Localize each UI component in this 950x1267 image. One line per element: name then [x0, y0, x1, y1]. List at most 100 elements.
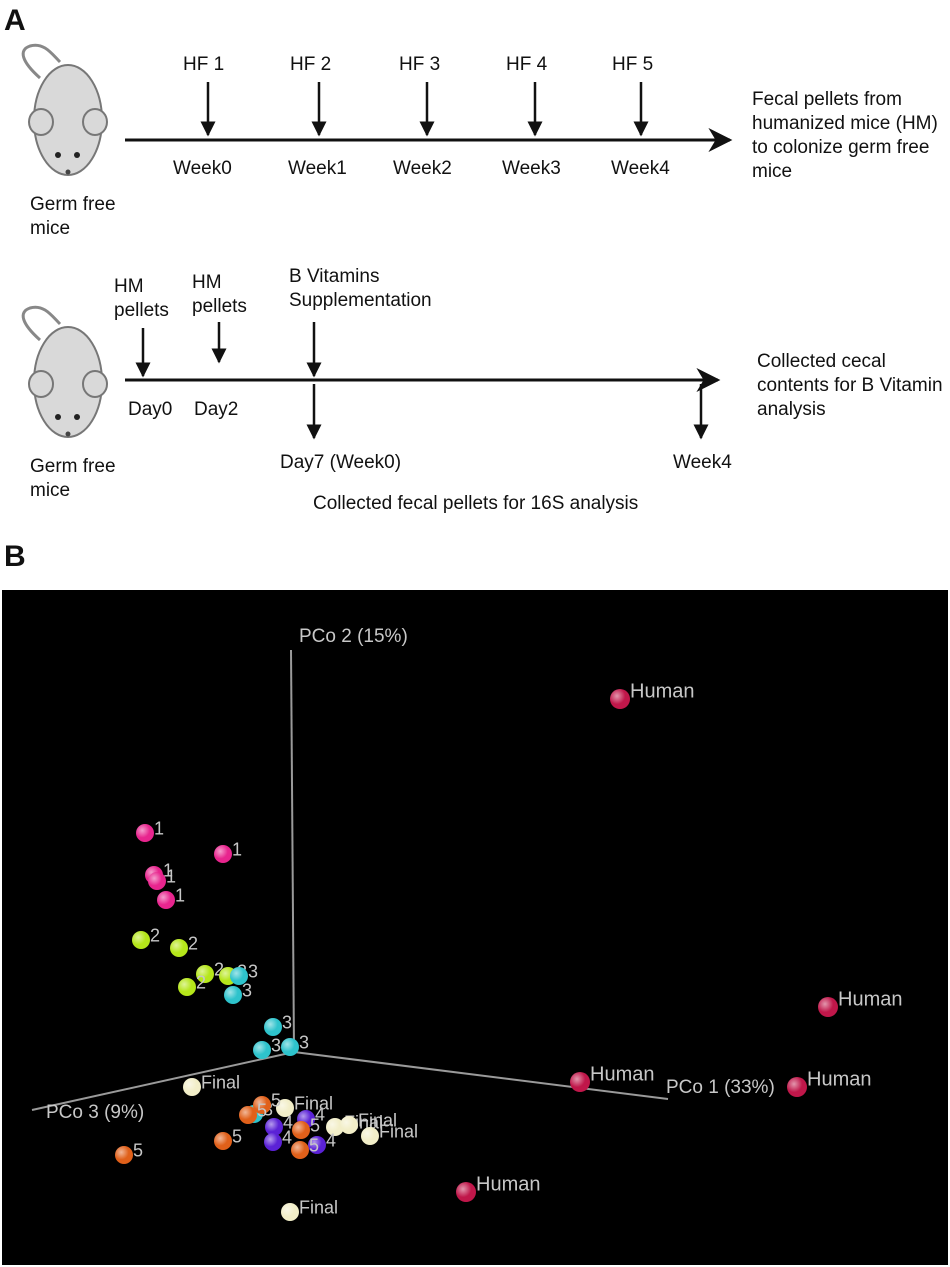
data-label-2: 2 — [150, 925, 161, 946]
b-vitamin-supplementation-label: B Vitamins Supplementation — [289, 266, 432, 311]
data-point-human — [787, 1077, 807, 1097]
data-point-1 — [136, 824, 154, 842]
data-point-human — [570, 1072, 590, 1092]
data-point-final — [276, 1099, 294, 1117]
data-point-human — [456, 1182, 476, 1202]
data-label-5: 5 — [257, 1100, 268, 1121]
data-point-5 — [115, 1146, 133, 1164]
data-label-1: 1 — [166, 866, 177, 887]
day-arrows — [135, 322, 709, 440]
data-label-4: 4 — [326, 1130, 337, 1151]
data-label-5: 5 — [271, 1090, 282, 1111]
data-label-2: 2 — [188, 933, 199, 954]
data-label-5: 5 — [133, 1140, 144, 1161]
data-point-3 — [281, 1038, 299, 1056]
pcoa-axes — [31, 649, 669, 1111]
day0-label: Day0 — [128, 399, 173, 420]
panel-label-b: B — [4, 540, 26, 573]
data-label-3: 3 — [271, 1035, 282, 1056]
data-point-human — [818, 997, 838, 1017]
data-label-4: 4 — [315, 1104, 326, 1125]
hf-label-2: HF 2 — [290, 54, 332, 75]
pco3-axis-line — [31, 1051, 295, 1111]
pco3-axis-label: PCo 3 (9%) — [46, 1102, 145, 1123]
day7-label: Day7 (Week0) — [280, 452, 402, 473]
data-label-human: Human — [807, 1068, 872, 1091]
pco1-axis-line — [293, 1051, 669, 1100]
data-point-2 — [196, 965, 214, 983]
data-label-5: 5 — [232, 1126, 243, 1147]
data-point-5 — [214, 1132, 232, 1150]
data-point-final — [183, 1078, 201, 1096]
data-point-2 — [170, 939, 188, 957]
data-label-human: Human — [476, 1173, 541, 1196]
data-label-3: 3 — [282, 1012, 293, 1033]
data-label-3: 3 — [248, 961, 259, 982]
timeline-diagram — [21, 43, 733, 440]
data-point-5 — [253, 1096, 271, 1114]
week4-label: Week4 — [673, 452, 732, 473]
week-label-3: Week3 — [502, 158, 561, 179]
row2-end-note: Collected cecal contents for B Vitamin a… — [757, 351, 943, 420]
data-label-2: 2 — [196, 972, 207, 993]
data-label-final: Final — [379, 1121, 419, 1142]
mouse-caption-1: Germ free mice — [30, 194, 116, 239]
week-label-0: Week0 — [173, 158, 232, 179]
data-label-human: Human — [630, 680, 695, 703]
panel-label-a: A — [4, 4, 26, 37]
week-label-2: Week2 — [393, 158, 452, 179]
pco2-axis-label: PCo 2 (15%) — [299, 626, 408, 647]
data-label-5: 5 — [310, 1115, 321, 1136]
mouse-icon — [21, 305, 108, 438]
data-point-4 — [308, 1136, 326, 1154]
data-label-1: 1 — [175, 885, 186, 906]
data-label-3: 3 — [242, 980, 253, 1001]
data-point-final — [340, 1116, 358, 1134]
data-point-3 — [253, 1041, 271, 1059]
hf-label-1: HF 1 — [183, 54, 225, 75]
data-label-final: Final — [299, 1197, 339, 1218]
data-point-1 — [148, 872, 166, 890]
data-label-1: 1 — [163, 860, 174, 881]
data-label-final: Final — [201, 1072, 241, 1093]
data-point-4 — [265, 1118, 283, 1136]
data-point-2 — [178, 978, 196, 996]
hm-pellets-label-1: HM pellets — [114, 276, 169, 321]
data-label-1: 1 — [154, 818, 165, 839]
pco2-axis-line — [290, 649, 295, 1053]
data-point-final — [326, 1118, 344, 1136]
week-label-1: Week1 — [288, 158, 347, 179]
data-label-human: Human — [590, 1063, 655, 1086]
pco1-axis-label: PCo 1 (33%) — [666, 1077, 775, 1098]
data-point-2 — [132, 931, 150, 949]
day2-label: Day2 — [194, 399, 239, 420]
data-point-3 — [264, 1018, 282, 1036]
data-point-5 — [291, 1141, 309, 1159]
data-point-3 — [230, 967, 248, 985]
data-point-5 — [292, 1121, 310, 1139]
row1-end-note: Fecal pellets from humanized mice (HM) t… — [752, 89, 938, 182]
hf-arrows — [200, 82, 649, 137]
data-label-4: 4 — [283, 1112, 294, 1133]
week-label-4: Week4 — [611, 158, 670, 179]
data-label-2: 2 — [214, 959, 225, 980]
hf-label-5: HF 5 — [612, 54, 654, 75]
hf-label-4: HF 4 — [506, 54, 548, 75]
data-point-1 — [157, 891, 175, 909]
data-point-1 — [214, 845, 232, 863]
data-point-4 — [264, 1133, 282, 1151]
data-point-5 — [239, 1106, 257, 1124]
data-label-final: Final — [294, 1093, 334, 1114]
hf-label-3: HF 3 — [399, 54, 441, 75]
data-point-final — [281, 1203, 299, 1221]
data-point-3 — [224, 986, 242, 1004]
data-label-final: Final — [358, 1110, 398, 1131]
data-label-1: 1 — [232, 839, 243, 860]
pcoa-plot: PCo 2 (15%) PCo 1 (33%) PCo 3 (9%) Human… — [2, 590, 948, 1265]
data-label-3: 3 — [299, 1032, 310, 1053]
fecal-pellets-16s-note: Collected fecal pellets for 16S analysis — [313, 493, 639, 514]
data-point-human — [610, 689, 630, 709]
mouse-caption-2: Germ free mice — [30, 456, 116, 501]
data-label-5: 5 — [309, 1135, 320, 1156]
data-point-final — [361, 1127, 379, 1145]
